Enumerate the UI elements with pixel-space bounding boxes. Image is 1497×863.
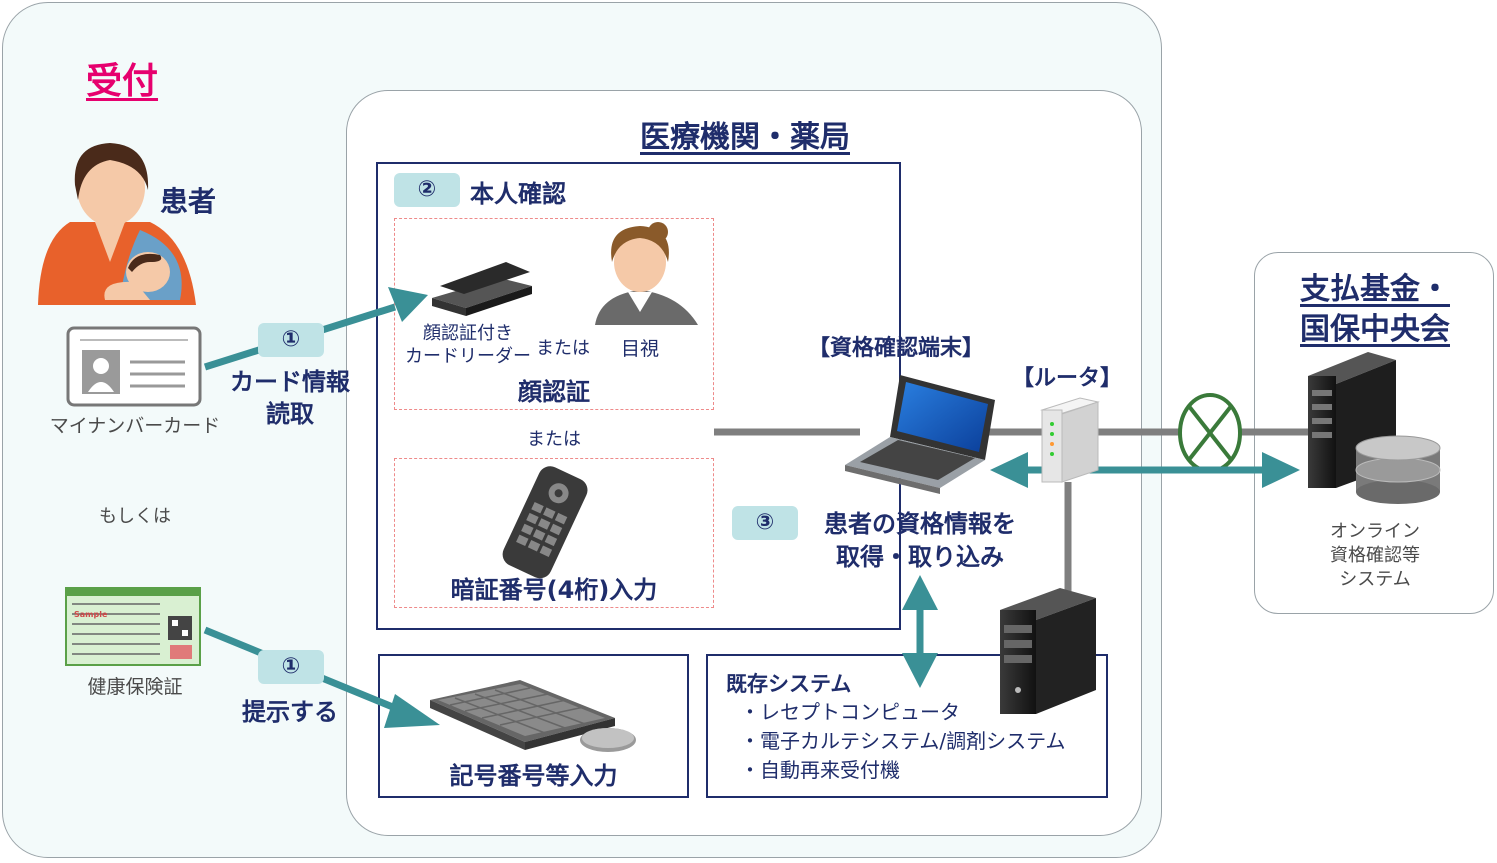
online-system-line3: システム bbox=[1339, 569, 1411, 590]
online-system-illustration bbox=[1308, 352, 1441, 504]
keyboard-input-label: 記号番号等入力 bbox=[449, 762, 618, 790]
step2-badge: ② bbox=[394, 173, 460, 207]
pin-pad-illustration bbox=[502, 466, 588, 579]
card-reader-illustration bbox=[432, 262, 532, 316]
card-reader-label: 顔認証付き カードリーダー bbox=[398, 322, 538, 368]
or-between-text: または bbox=[527, 429, 581, 450]
patient-illustration bbox=[38, 143, 196, 305]
router-illustration bbox=[1040, 397, 1100, 483]
or-mid-text: または bbox=[536, 338, 590, 359]
or-text-left: もしくは bbox=[99, 506, 171, 527]
staff-illustration bbox=[595, 222, 698, 325]
step1-bottom-badge: ① bbox=[258, 650, 324, 684]
step1-top-line1: カード情報 bbox=[230, 368, 350, 396]
institution-title: 医療機関・薬局 bbox=[640, 120, 850, 155]
existing-item-kiosk: ・自動再来受付機 bbox=[740, 758, 900, 782]
fund-title-line1: 支払基金・ bbox=[1300, 272, 1450, 307]
existing-item-receipt: ・レセプトコンピュータ bbox=[740, 700, 960, 724]
insurance-card-label: 健康保険証 bbox=[87, 676, 183, 698]
step3-line2: 取得・取り込み bbox=[836, 543, 1004, 571]
router-label: 【ルータ】 bbox=[1012, 366, 1123, 391]
pin-input-label: 暗証番号(4桁)入力 bbox=[450, 576, 658, 604]
fund-title-line2: 国保中央会 bbox=[1300, 312, 1450, 347]
patient-label: 患者 bbox=[160, 185, 217, 218]
mynumber-card-label: マイナンバーカード bbox=[49, 415, 221, 437]
closed-network-icon bbox=[1178, 393, 1242, 473]
online-system-label: オンライン 資格確認等 システム bbox=[1262, 520, 1488, 592]
step1-top-line2: 読取 bbox=[266, 400, 314, 428]
mynumber-card-illustration bbox=[66, 326, 202, 407]
existing-system-title: 既存システム bbox=[726, 672, 852, 696]
existing-system-list: ・レセプトコンピュータ ・電子カルテシステム/調剤システム ・自動再来受付機 bbox=[740, 698, 1066, 785]
network-lines bbox=[714, 428, 1310, 600]
insurance-card-illustration bbox=[65, 587, 201, 666]
card-reader-line2: カードリーダー bbox=[405, 346, 531, 367]
online-system-line2: 資格確認等 bbox=[1330, 545, 1420, 566]
identity-title: 本人確認 bbox=[470, 180, 566, 208]
insurance-card-sample: Sample bbox=[74, 610, 108, 619]
face-auth-label: 顔認証 bbox=[518, 378, 590, 406]
step1-top-badge: ① bbox=[258, 323, 324, 357]
fund-title: 支払基金・ 国保中央会 bbox=[1262, 270, 1488, 350]
step3-badge: ③ bbox=[732, 506, 798, 540]
keyboard-illustration bbox=[430, 680, 636, 752]
step1-bottom-label: 提示する bbox=[242, 698, 338, 726]
laptop-illustration bbox=[845, 375, 995, 494]
existing-item-ehr: ・電子カルテシステム/調剤システム bbox=[740, 729, 1066, 753]
visual-check-label: 目視 bbox=[620, 338, 659, 360]
card-reader-line1: 顔認証付き bbox=[423, 323, 513, 344]
terminal-label: 【資格確認端末】 bbox=[808, 336, 985, 361]
online-system-line1: オンライン bbox=[1330, 521, 1420, 542]
face-auth-box bbox=[394, 218, 714, 410]
reception-title: 受付 bbox=[86, 61, 159, 102]
step3-label: 患者の資格情報を 取得・取り込み bbox=[800, 508, 1040, 574]
pin-box bbox=[394, 458, 714, 608]
step1-top-label: カード情報 読取 bbox=[210, 366, 370, 430]
existing-server-illustration bbox=[1000, 588, 1096, 714]
step3-line1: 患者の資格情報を bbox=[824, 510, 1016, 538]
